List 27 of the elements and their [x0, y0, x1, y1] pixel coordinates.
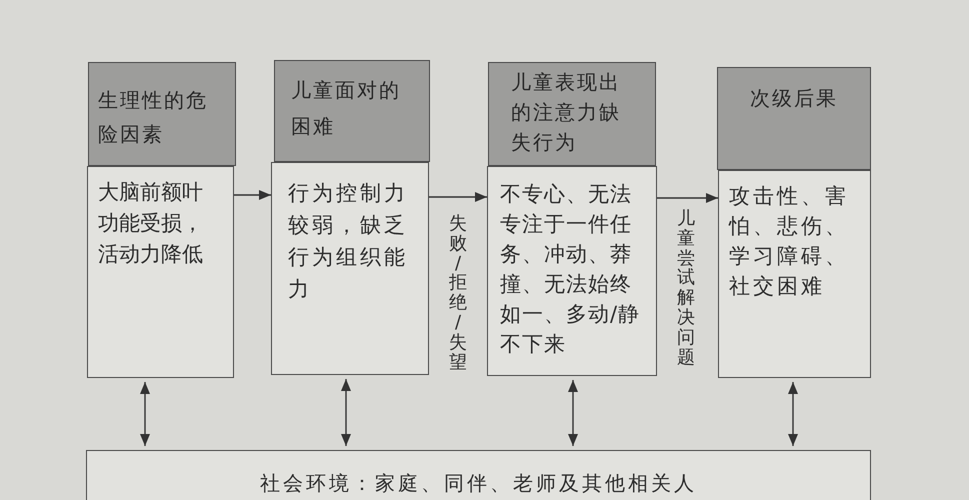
content-box	[718, 170, 871, 378]
arrow	[429, 192, 487, 202]
content-text: 大脑前额叶功能受损，活动力降低	[98, 179, 204, 268]
heading-text: 儿童表现出的注意力缺失行为	[511, 69, 622, 156]
heading-box	[274, 60, 430, 162]
heading-text: 生理性的危险因素	[98, 87, 209, 148]
edge-label: 失败/拒绝/失望	[449, 214, 467, 372]
heading-box	[717, 67, 871, 170]
content-box	[87, 166, 234, 378]
double-arrow	[341, 379, 351, 446]
content-text: 行为控制力较弱，缺乏行为组织能力	[288, 180, 409, 303]
heading-box	[88, 62, 236, 166]
content-box	[487, 166, 657, 376]
heading-text: 次级后果	[749, 85, 839, 112]
arrow	[234, 190, 271, 200]
double-arrow	[788, 382, 798, 446]
double-arrow	[140, 382, 150, 446]
content-box	[271, 162, 429, 375]
content-text: 不专心、无法专注于一件任务、冲动、莽撞、无法始终如一、多动/静不下来	[500, 181, 642, 358]
arrow	[657, 193, 718, 203]
content-text: 攻击性、害怕、悲伤、学习障碍、社交困难	[729, 183, 850, 300]
edge-label: 儿童尝试解决问题	[677, 209, 695, 368]
environment-box	[86, 450, 871, 500]
heading-text: 儿童面对的困难	[291, 77, 402, 140]
environment-text: 社会环境：家庭、同伴、老师及其他相关人	[259, 470, 698, 497]
double-arrow	[568, 380, 578, 446]
heading-box	[488, 62, 656, 166]
